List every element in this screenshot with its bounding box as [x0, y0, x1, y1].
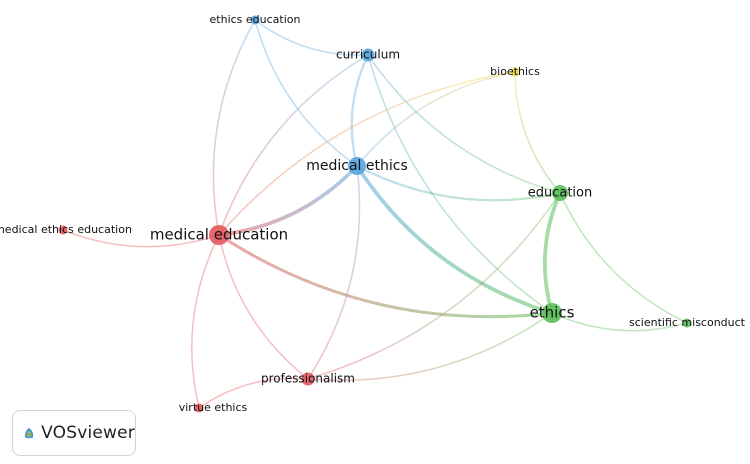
node-education[interactable] — [552, 185, 568, 201]
edge-medical-ethics-education — [355, 164, 562, 202]
node-bioethics[interactable] — [510, 67, 520, 77]
node-label-scientific-misconduct: scientific misconduct — [629, 316, 746, 329]
node-label-professionalism: professionalism — [261, 372, 355, 386]
node-ethics[interactable] — [542, 303, 562, 323]
node-label-curriculum: curriculum — [336, 48, 400, 62]
edge-professionalism-education — [307, 192, 561, 380]
node-label-medical-education: medical education — [150, 226, 288, 244]
node-medical-ethics[interactable] — [348, 157, 366, 175]
node-layer — [58, 15, 692, 413]
edge-medical-education-virtue-ethics — [191, 234, 220, 409]
edge-education-scientific-misconduct — [559, 192, 688, 324]
node-scientific-misconduct[interactable] — [682, 318, 692, 328]
vosviewer-logo-icon — [24, 428, 34, 439]
edge-medical-education-ethics — [217, 233, 554, 319]
edge-bioethics-medical-education — [218, 71, 516, 236]
node-label-ethics: ethics — [530, 304, 575, 322]
edge-professionalism-ethics — [307, 312, 553, 382]
node-professionalism[interactable] — [301, 372, 315, 386]
node-curriculum[interactable] — [361, 48, 375, 62]
edge-curriculum-medical-ethics — [350, 53, 370, 168]
label-layer: ethics education curriculum bioethics medic… — [0, 13, 746, 414]
edge-medical-education-medical-ethics — [217, 164, 359, 237]
edge-professionalism-virtue-ethics — [198, 377, 309, 409]
node-medical-ethics-education[interactable] — [58, 225, 68, 235]
brand-name: VOSviewer — [41, 423, 135, 443]
edge-curriculum-education — [367, 54, 561, 194]
edge-bioethics-education — [514, 71, 561, 194]
edge-ethics-education-medical-education — [212, 19, 256, 236]
edge-bioethics-medical-ethics — [356, 71, 516, 167]
edge-medical-ethics-ethics — [355, 164, 554, 315]
node-label-medical-ethics: medical ethics — [306, 158, 408, 174]
node-label-virtue-ethics: virtue ethics — [179, 401, 248, 414]
edge-curriculum-medical-education — [218, 54, 369, 236]
edge-curriculum-ethics — [367, 54, 553, 314]
edge-professionalism-medical-ethics — [307, 165, 361, 380]
edge-ethics-education-curriculum — [254, 19, 369, 56]
vosviewer-badge: VOSviewer — [12, 410, 136, 456]
node-virtue-ethics[interactable] — [194, 403, 204, 413]
edge-ethics-scientific-misconduct — [551, 312, 688, 332]
node-label-ethics-education: ethics education — [210, 13, 301, 26]
edge-medical-education-professionalism — [218, 234, 309, 380]
node-ethics-education[interactable] — [250, 15, 260, 25]
edge-education-ethics — [542, 191, 562, 315]
node-medical-education[interactable] — [209, 225, 229, 245]
node-label-education: education — [528, 186, 593, 201]
edge-medical-ethics-education-medical-education — [62, 229, 220, 248]
edge-ethics-education-medical-ethics — [254, 19, 358, 167]
node-label-medical-ethics-education: medical ethics education — [0, 223, 132, 236]
edge-layer — [62, 19, 688, 409]
node-label-bioethics: bioethics — [490, 65, 540, 78]
